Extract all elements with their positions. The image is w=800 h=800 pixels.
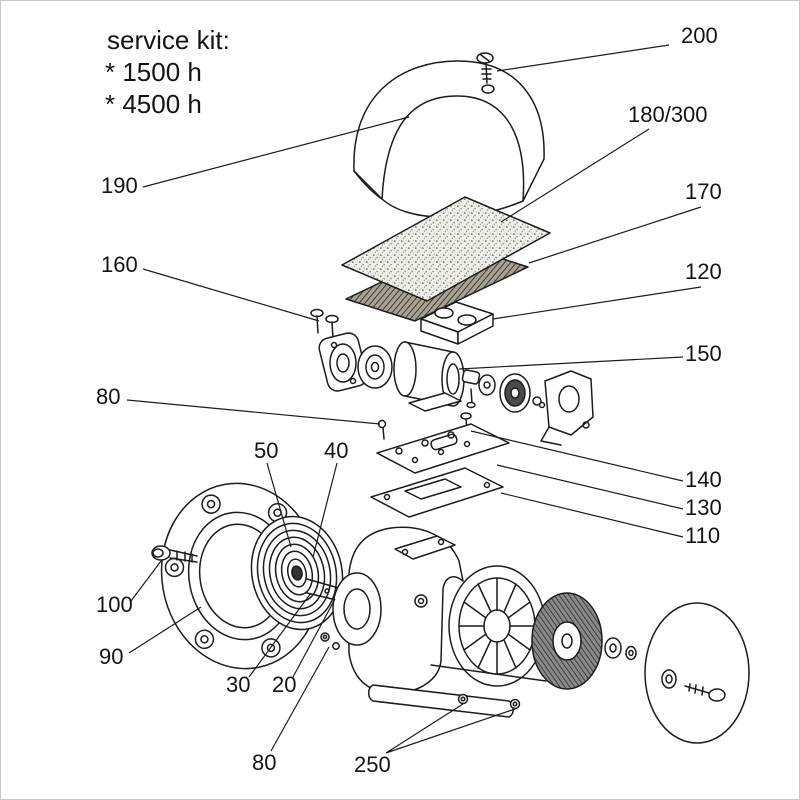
leader-40 [312, 462, 338, 558]
part-gasket-110 [370, 467, 504, 518]
label-50: 50 [254, 438, 278, 463]
part-screw-200 [476, 52, 494, 84]
label-160: 160 [101, 252, 138, 277]
leader-lines [126, 44, 702, 754]
leader-80-lower [270, 646, 330, 752]
label-120: 120 [685, 259, 722, 284]
leader-190 [142, 116, 410, 188]
label-250: 250 [354, 752, 391, 777]
part-bolt-disc [684, 683, 726, 702]
part-screws-250 [457, 693, 521, 710]
part-disc-cover [644, 602, 750, 744]
part-washers-80-lower [320, 632, 340, 650]
part-pump-housing [332, 526, 464, 694]
leader-150 [458, 356, 684, 370]
service-note: service kit: * 1500 h * 4500 h [105, 25, 230, 119]
label-140: 140 [685, 467, 722, 492]
leader-170 [528, 206, 702, 264]
part-mount-bracket [540, 370, 594, 446]
service-note-item-2: * 4500 h [105, 89, 202, 119]
label-110: 110 [685, 523, 720, 548]
label-90: 90 [99, 644, 123, 669]
part-screw-80-upper [377, 419, 387, 440]
label-80-upper: 80 [96, 384, 120, 409]
leader-100 [130, 560, 162, 602]
part-washers [604, 637, 637, 661]
label-100: 100 [96, 592, 133, 617]
part-diaphragm-50-40 [250, 515, 344, 631]
leader-140 [470, 430, 684, 482]
part-fan-wheel [531, 592, 603, 690]
leader-110 [500, 492, 684, 538]
part-pulley [499, 373, 546, 413]
part-housing-cover [448, 565, 546, 687]
part-valve-block-120 [420, 301, 494, 345]
part-cylinder-150 [393, 341, 465, 407]
part-cover-hood [353, 60, 545, 218]
label-170: 170 [685, 179, 722, 204]
part-bearing-flange [318, 332, 368, 392]
leader-120 [492, 286, 702, 320]
service-note-title: service kit: [107, 25, 230, 55]
part-number-labels: 200 180/300 170 120 150 190 160 80 140 1… [96, 23, 722, 777]
leader-160 [142, 268, 320, 322]
leader-250 [385, 703, 516, 754]
part-piston-parts [461, 369, 496, 409]
label-200: 200 [681, 23, 718, 48]
label-20: 20 [272, 672, 296, 697]
leader-130 [496, 464, 684, 510]
label-30: 30 [226, 672, 250, 697]
service-note-item-1: * 1500 h [105, 57, 202, 87]
part-eccentric [357, 345, 393, 389]
part-filter-pad-180-300 [341, 196, 551, 302]
label-40: 40 [324, 438, 348, 463]
label-130: 130 [685, 495, 722, 520]
leader-90 [128, 606, 202, 654]
leader-30 [248, 592, 312, 678]
part-valve-plate-130 [376, 423, 510, 474]
label-150: 150 [685, 341, 722, 366]
leader-50 [266, 462, 292, 548]
label-180-300: 180/300 [628, 102, 708, 127]
leader-180-300 [500, 128, 650, 223]
leader-80-upper [126, 399, 381, 425]
label-190: 190 [101, 173, 138, 198]
part-bolt-100 [151, 545, 198, 563]
part-screws-160 [310, 308, 339, 340]
leader-20 [292, 598, 336, 678]
label-80-lower: 80 [252, 750, 276, 775]
leader-200 [496, 44, 670, 72]
